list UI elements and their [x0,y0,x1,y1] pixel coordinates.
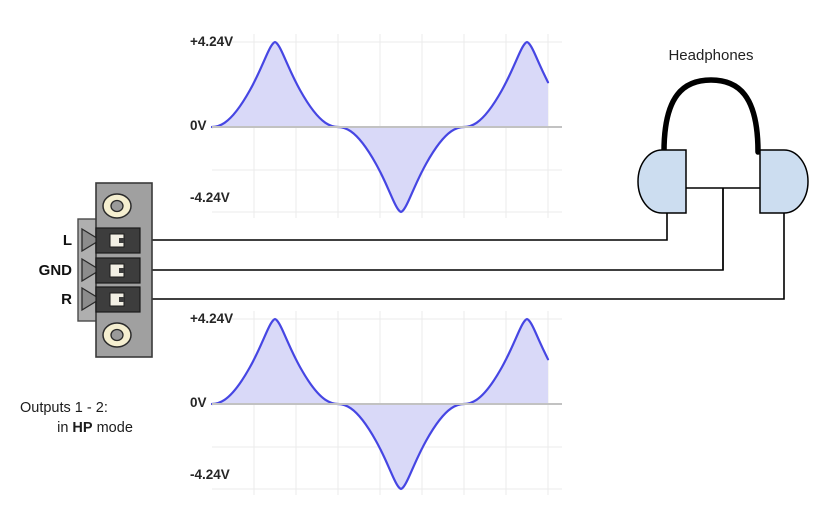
terminal-contact-notch-ground [119,268,124,273]
waveform-bottom-area-neg [338,404,464,489]
chart-top-ytick-zero: 0V [190,118,207,133]
earcup-link-wire [686,187,760,270]
chart-bottom-ytick-zero: 0V [190,395,207,410]
terminal-contact-notch-right [119,297,124,302]
earcup-right[interactable] [759,149,809,214]
headband [661,77,761,155]
wire-left-channel[interactable] [140,213,668,241]
chart-top [210,34,562,218]
headphones[interactable] [637,77,809,270]
screw-hole-bottom [102,322,132,348]
terminal-right[interactable] [81,286,141,313]
caption-mode-bold: HP [72,420,93,436]
chart-bottom-ytick-minus: -4.24V [190,467,230,482]
connector-block[interactable] [77,182,153,358]
caption-line-2: in HP mode [20,420,170,437]
terminal-ground[interactable] [81,257,141,284]
chart-top-ytick-minus: -4.24V [190,190,230,205]
terminal-arrow-left [81,227,102,253]
wire-right-channel[interactable] [140,213,785,300]
terminal-left[interactable] [81,227,141,254]
chart-bottom [210,311,562,495]
terminal-label-gnd: GND [38,262,72,279]
waveform-top-curve [210,40,550,214]
terminal-label-r: R [61,291,72,308]
chart-bottom-ytick-plus: +4.24V [190,311,234,326]
terminal-label-l: L [62,232,72,249]
earcup-left[interactable] [637,149,687,214]
waveform-bottom-curve [210,317,550,491]
screw-hole-top [102,193,132,219]
caption-line-1: Outputs 1 - 2: [20,400,108,416]
chart-top-ytick-plus: +4.24V [190,34,234,49]
headphones-label: Headphones [668,47,754,64]
caption-pre: in [57,420,73,436]
waveform-top-area-neg [338,127,464,212]
caption-post: mode [92,420,133,436]
terminal-arrow-ground [81,257,102,283]
terminal-arrow-right [81,286,102,312]
terminal-contact-notch-left [119,238,124,243]
